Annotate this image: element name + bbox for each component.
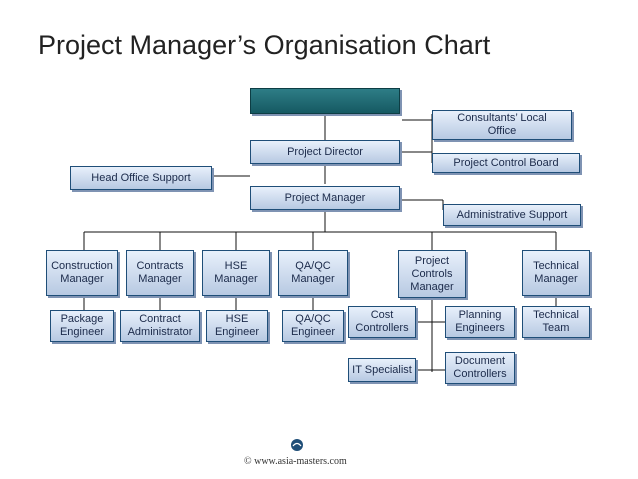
qaqc-engineer-box: QA/QC Engineer [282,310,344,342]
asia-masters-logo-icon [291,439,303,451]
technical-team-box: Technical Team [522,306,590,338]
top-box [250,88,400,114]
cost-controllers-box: Cost Controllers [348,306,416,338]
technical-manager-box: Technical Manager [522,250,590,296]
project-director-box: Project Director [250,140,400,164]
project-control-board-box: Project Control Board [432,153,580,173]
project-controls-manager-box: Project Controls Manager [398,250,466,298]
document-controllers-box: Document Controllers [445,352,515,384]
hse-manager-box: HSE Manager [202,250,270,296]
package-engineer-box: Package Engineer [50,310,114,342]
construction-manager-box: Construction Manager [46,250,118,296]
qaqc-manager-box: QA/QC Manager [278,250,348,296]
project-manager-box: Project Manager [250,186,400,210]
page-title: Project Manager’s Organisation Chart [38,30,491,60]
planning-engineers-box: Planning Engineers [445,306,515,338]
footer-copyright: © www.asia-masters.com [244,456,347,467]
consultants-local-office-box: Consultants’ Local Office [432,110,572,140]
contract-administrator-box: Contract Administrator [120,310,200,342]
hse-engineer-box: HSE Engineer [206,310,268,342]
administrative-support-box: Administrative Support [443,204,581,226]
contracts-manager-box: Contracts Manager [126,250,194,296]
it-specialist-box: IT Specialist [348,358,416,382]
head-office-support-box: Head Office Support [70,166,212,190]
